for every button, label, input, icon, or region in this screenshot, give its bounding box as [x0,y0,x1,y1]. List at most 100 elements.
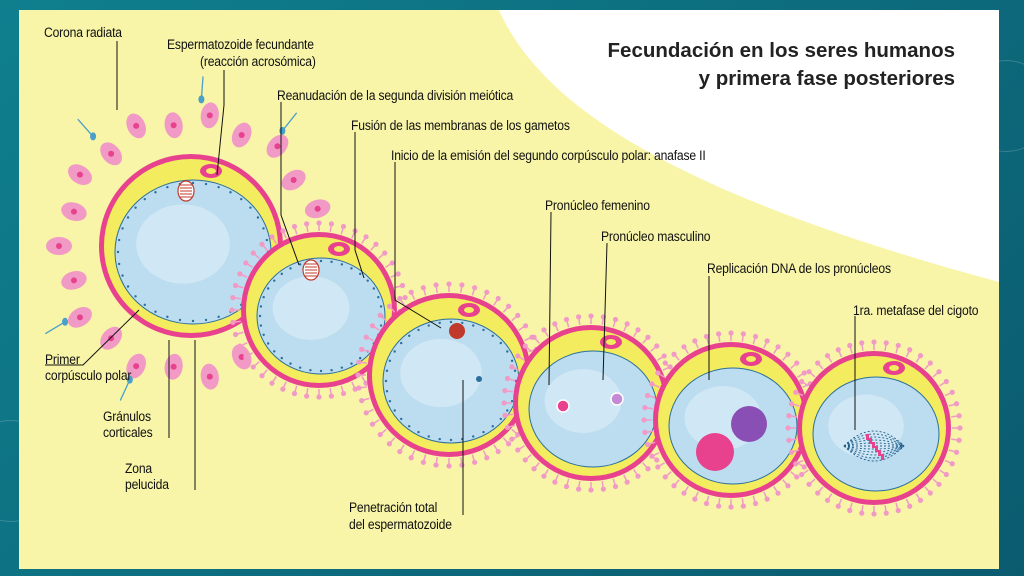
cortical-granule [491,334,494,338]
fringe-dot [815,490,821,496]
fringe-dot [649,453,655,459]
metaphase-chromosome [875,446,878,452]
fringe-dot [230,319,236,325]
metaphase-spindle-fiber [843,445,905,450]
label-inicio: Inicio de la emisión del segundo corpúsc… [391,148,706,163]
corona-cell-nucleus [206,112,213,119]
metaphase-chromosome [866,434,869,440]
fringe-dot [484,289,490,295]
fringe-dot [883,510,889,516]
cortical-granule [350,267,353,270]
fringe-dot [786,437,792,443]
fringe-dot [859,510,865,516]
fringe-dot [377,312,383,319]
cortical-granule [273,279,276,282]
fringe-dot [764,496,770,502]
cortical-granule [385,369,389,372]
label-primer-line-1: Primer [45,352,80,367]
metaphase-spindle-fiber [843,433,905,447]
fringe-dot [250,250,256,256]
fringe-dot [232,331,239,338]
fringe-dot [661,353,667,359]
fringe-dot [740,331,746,337]
cortical-granule [289,267,292,270]
cortical-granule [166,185,169,189]
fringe-dot [728,504,734,510]
fringe-dot [655,464,661,470]
fringe-dot [612,483,619,490]
fringe-dot [386,303,393,309]
fringe-dot [515,312,521,319]
fringe-dot [340,390,347,397]
male-pronucleus [610,392,624,406]
fringe-dot [953,401,960,407]
cortical-granule [126,285,130,288]
cortical-granule [366,279,369,282]
corona-cell-nucleus [133,122,140,129]
fringe-dot [681,490,687,496]
cortical-granule [273,350,276,353]
fringe-dot [563,483,570,490]
cortical-granule [134,295,137,298]
fringe-dot [304,393,310,399]
cortical-granule [499,417,502,421]
fringe-dot [408,289,414,295]
fringe-dot [397,448,403,455]
metaphase-chromosome [872,442,875,448]
fringe-dot [237,271,243,277]
cortical-granule [427,324,430,327]
cortical-granule [166,315,169,319]
corona-cell-nucleus [170,363,177,370]
fringe-dot [835,503,841,509]
fringe-dot [788,401,795,407]
fringe-dot [943,378,949,385]
fringe-dot [799,378,805,385]
sperm-tail [44,321,66,335]
fringe-dot [291,223,298,230]
cortical-granule [262,227,265,230]
fringe-dot [883,340,889,346]
cortical-granule [385,390,389,393]
cortical-granule [359,356,362,360]
fringe-dot [895,342,901,349]
fringe-dot [936,481,942,487]
cortical-granule [372,287,376,290]
sperm-head [198,95,205,104]
fringe-dot [671,483,677,489]
leader-line [602,242,608,381]
title-line-2: y primera fase posteriores [698,67,955,90]
fertilization-diagram [19,10,999,569]
fringe-dot [395,271,401,277]
cortical-granule [400,341,403,345]
fringe-dot [649,381,655,387]
cortical-granule [262,295,265,299]
diagram-title: Fecundación en los seres humanos y prime… [608,37,955,93]
metaphase-chromosome [881,454,884,460]
cortical-granule [204,318,208,322]
fringe-dot [612,316,619,323]
label-sperm-line-2: (reacción acrosómica) [200,54,316,69]
fringe-dot [386,441,393,447]
cortical-granule [309,368,312,372]
fringe-dot [785,483,791,489]
cortical-granule [266,287,270,290]
leader-line [280,102,300,266]
cortical-granule [143,303,146,307]
fringe-dot [408,455,414,461]
cytoplasm-highlight [136,204,230,284]
fringe-dot [369,323,376,329]
cortical-granule [379,324,383,327]
fringe-dot [806,481,812,487]
fringe-dot [420,285,426,291]
fringe-dot [515,353,521,359]
fringe-dot [459,462,465,468]
cortical-granule [217,315,220,319]
fringe-dot [740,503,746,509]
cortical-granule [259,324,263,327]
fringe-dot [671,351,677,357]
cortical-granule [289,362,292,365]
fringe-dot [703,500,710,507]
cortical-granule [117,238,121,242]
fringe-dot [522,457,528,463]
label-zona-line-2: pelucida [125,477,169,492]
